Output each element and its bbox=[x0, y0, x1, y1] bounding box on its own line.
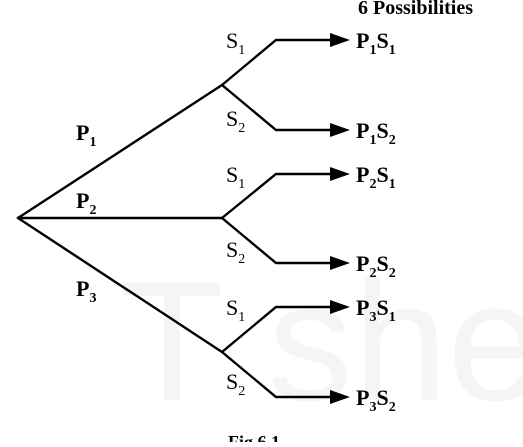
branch-p3 bbox=[16, 216, 224, 354]
label-s2-group3: S2 bbox=[226, 369, 245, 399]
label-s1-group1: S1 bbox=[226, 28, 245, 58]
label-s2-group2: S2 bbox=[226, 237, 245, 267]
arrow-p1-s2 bbox=[330, 123, 350, 137]
branch-p3-s1 bbox=[220, 305, 337, 354]
branch-p2-s1 bbox=[220, 172, 337, 220]
outcome-p2s2: P2S2 bbox=[356, 251, 396, 281]
arrow-p1-s1 bbox=[330, 33, 350, 47]
figure-caption: Fig 6.1 bbox=[228, 432, 280, 442]
arrow-p3-s2 bbox=[330, 390, 350, 404]
label-p2: P2 bbox=[76, 188, 96, 218]
arrow-p2-s1 bbox=[330, 167, 350, 181]
outcome-p3s1: P3S1 bbox=[356, 295, 396, 325]
branch-p1-s2 bbox=[220, 83, 337, 132]
label-p3: P3 bbox=[76, 276, 96, 306]
branch-p2-s2 bbox=[220, 216, 337, 265]
branch-p1-s1 bbox=[220, 38, 337, 87]
outcome-p3s2: P3S2 bbox=[356, 385, 396, 415]
outcome-p1s2: P1S2 bbox=[356, 118, 396, 148]
label-s2-group1: S2 bbox=[226, 106, 245, 136]
label-s1-group3: S1 bbox=[226, 295, 245, 325]
watermark-text: T shed bbox=[120, 247, 523, 437]
branch-p3-s2 bbox=[220, 350, 337, 399]
outcome-p1s1: P1S1 bbox=[356, 28, 396, 58]
label-s1-group2: S1 bbox=[226, 162, 245, 192]
diagram-heading: 6 Possibilities bbox=[358, 0, 473, 19]
arrow-p2-s2 bbox=[330, 256, 350, 270]
arrow-p3-s1 bbox=[330, 300, 350, 314]
label-p1: P1 bbox=[76, 120, 96, 150]
outcome-p2s1: P2S1 bbox=[356, 162, 396, 192]
branch-p1 bbox=[16, 83, 224, 220]
